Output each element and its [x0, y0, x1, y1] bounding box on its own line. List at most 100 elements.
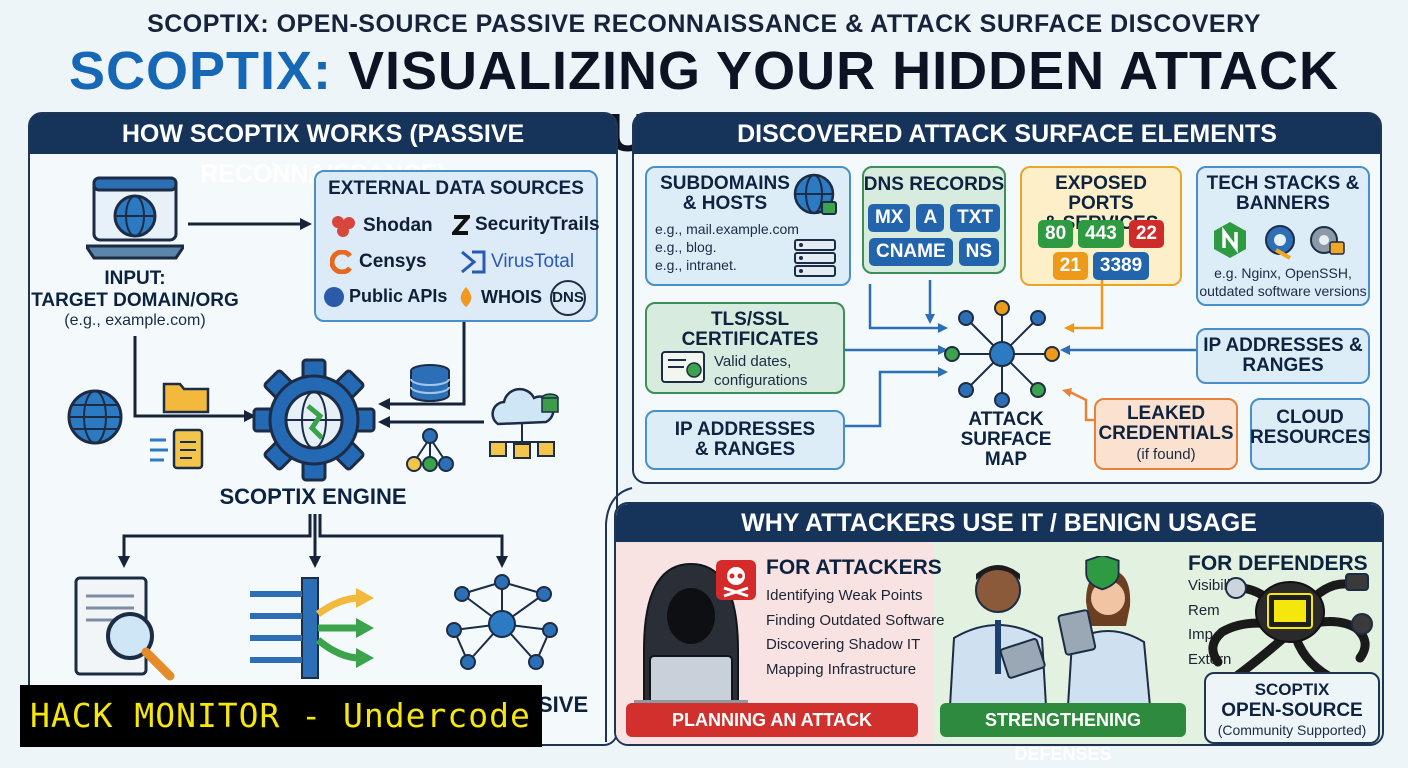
leaked-note: (if found): [1136, 446, 1196, 463]
defender-item: Imp: [1188, 626, 1214, 643]
gear-icon: [324, 286, 344, 307]
folder-icon: [162, 382, 210, 414]
sources-title: EXTERNAL DATA SOURCES: [328, 178, 584, 199]
data-flow-arrows-icon: [250, 577, 374, 679]
dns-chip-cname: CNAME: [868, 238, 953, 266]
dns-chip-a: A: [916, 204, 945, 232]
input-label-line1: INPUT:: [104, 268, 166, 289]
ip-addresses-right-box: [1196, 328, 1370, 384]
dns-chip-row-2: CNAME NS: [868, 238, 1000, 266]
attackers-title: FOR ATTACKERS: [766, 556, 942, 579]
port-chip-21: 21: [1052, 252, 1088, 280]
certificate-icon: [661, 351, 705, 383]
attacker-item: Mapping Infrastructure: [766, 660, 917, 678]
why-panel-title: WHY ATTACKERS USE IT / BENIGN USAGE: [616, 504, 1382, 542]
input-example: (e.g., example.com): [64, 312, 206, 329]
virustotal-icon: [461, 250, 486, 274]
cloud-resources-box: [1250, 398, 1370, 470]
open-source-box: SCOPTIX OPEN-SOURCE (Community Supported…: [1204, 672, 1380, 744]
ip-addresses-left-box: [645, 410, 845, 470]
scoptix-engine-gear-icon: [252, 358, 376, 482]
laptop-globe-icon: [86, 176, 184, 260]
surface-panel-title: DISCOVERED ATTACK SURFACE ELEMENTS: [634, 114, 1380, 154]
partial-label: SIVE: [538, 692, 589, 717]
hooded-hacker-icon: [634, 562, 748, 708]
attack-surface-connectors: [845, 280, 1196, 428]
server-icon: [794, 239, 836, 277]
octopus-mascot-icon: [1208, 573, 1373, 685]
tech-logos-icon: [1214, 222, 1345, 260]
source-whois: WHOIS: [456, 286, 542, 308]
hack-monitor-watermark: HACK MONITOR - Undercode: [20, 685, 542, 747]
tech-title: TECH STACKS &BANNERS: [1206, 173, 1360, 214]
defender-item: Rem: [1188, 601, 1220, 619]
attacker-item: Discovering Shadow IT: [766, 636, 921, 653]
header-subtitle: SCOPTIX: OPEN-SOURCE PASSIVE RECONNAISSA…: [147, 10, 1261, 38]
globe-icon: [67, 389, 123, 445]
port-chip-22: 22: [1128, 220, 1164, 248]
dns-chip-txt: TXT: [950, 204, 1001, 232]
securitytrails-icon: [452, 215, 470, 235]
globe-lock-icon: [793, 173, 837, 215]
strengthening-defenses-button: STRENGTHENING DEFENSES: [940, 703, 1186, 764]
arrow-cloud-to-engine: [378, 416, 484, 428]
source-shodan: Shodan: [330, 214, 433, 238]
source-dns: DNS: [550, 280, 586, 316]
censys-icon: [330, 250, 352, 274]
attacker-item: Identifying Weak Points: [766, 587, 923, 604]
dns-chip-row-1: MX A TXT: [867, 204, 1001, 232]
input-label: INPUT: TARGET DOMAIN/ORG: [30, 268, 240, 312]
dns-globe-icon: DNS: [550, 280, 586, 316]
input-label-line2: TARGET DOMAIN/ORG: [31, 290, 239, 311]
source-public-apis: Public APIs: [324, 286, 447, 307]
port-chip-80: 80: [1038, 220, 1074, 248]
port-chip-443: 443: [1078, 220, 1124, 248]
skull-warning-icon: [716, 560, 756, 600]
planning-attack-button: PLANNING AN ATTACK: [626, 703, 918, 737]
dns-chip-ns: NS: [958, 238, 1000, 266]
open-source-note: (Community Supported): [1217, 722, 1367, 738]
dns-chip-mx: MX: [867, 204, 911, 232]
defenders-title: FOR DEFENDERS: [1188, 552, 1368, 575]
title-brand: SCOPTIX:: [68, 41, 332, 101]
port-chip-row-2: 21 3389: [1024, 252, 1178, 280]
arrow-input-to-sources: [188, 218, 312, 230]
database-icon: [410, 364, 450, 402]
shodan-icon: [332, 216, 355, 237]
report-magnifier-icon: [74, 576, 175, 681]
dns-title: DNS RECORDS: [863, 174, 1005, 195]
subdomain-examples: e.g., mail.example.com e.g., blog. e.g.,…: [655, 221, 799, 273]
arrow-input-to-engine: [133, 336, 256, 422]
open-source-brand: SCOPTIX: [1254, 680, 1330, 699]
ip-right-title: IP ADDRESSES &RANGES: [1203, 335, 1363, 376]
ip-left-title: IP ADDRESSES& RANGES: [674, 419, 816, 460]
network-graph-icon: [446, 574, 558, 670]
attack-surface-map-icon: [944, 300, 1060, 408]
hierarchy-icon: [406, 428, 454, 472]
engine-output-arrows: [118, 514, 508, 568]
open-source-label: OPEN-SOURCE: [1221, 700, 1363, 721]
cloud-network-icon: [489, 387, 559, 459]
source-censys: Censys: [330, 250, 427, 274]
defenders-people-icon: [948, 556, 1152, 706]
leaked-credentials-box: [1094, 398, 1238, 470]
port-chip-3389: 3389: [1092, 252, 1150, 280]
attackers-list: Identifying Weak Points Finding Outdated…: [766, 584, 944, 682]
port-chip-row-1: 80 443 22: [1024, 220, 1178, 248]
how-panel-title: HOW SCOPTIX WORKS (PASSIVE RECONNAISSANC…: [30, 114, 616, 188]
subdomains-title: SUBDOMAINS& HOSTS: [660, 173, 790, 214]
tech-desc: e.g. Nginx, OpenSSH,outdated software ve…: [1199, 265, 1367, 299]
engine-label: SCOPTIX ENGINE: [219, 484, 407, 509]
whois-icon: [460, 287, 472, 307]
attacker-item: Finding Outdated Software: [766, 611, 945, 629]
document-icon: [150, 428, 204, 470]
source-securitytrails: SecurityTrails: [452, 214, 600, 236]
column-divider: [605, 487, 633, 742]
arrow-sources-to-engine: [378, 322, 466, 410]
tls-desc: Valid dates,configurations: [714, 353, 808, 389]
source-virustotal: VirusTotal: [460, 250, 574, 274]
